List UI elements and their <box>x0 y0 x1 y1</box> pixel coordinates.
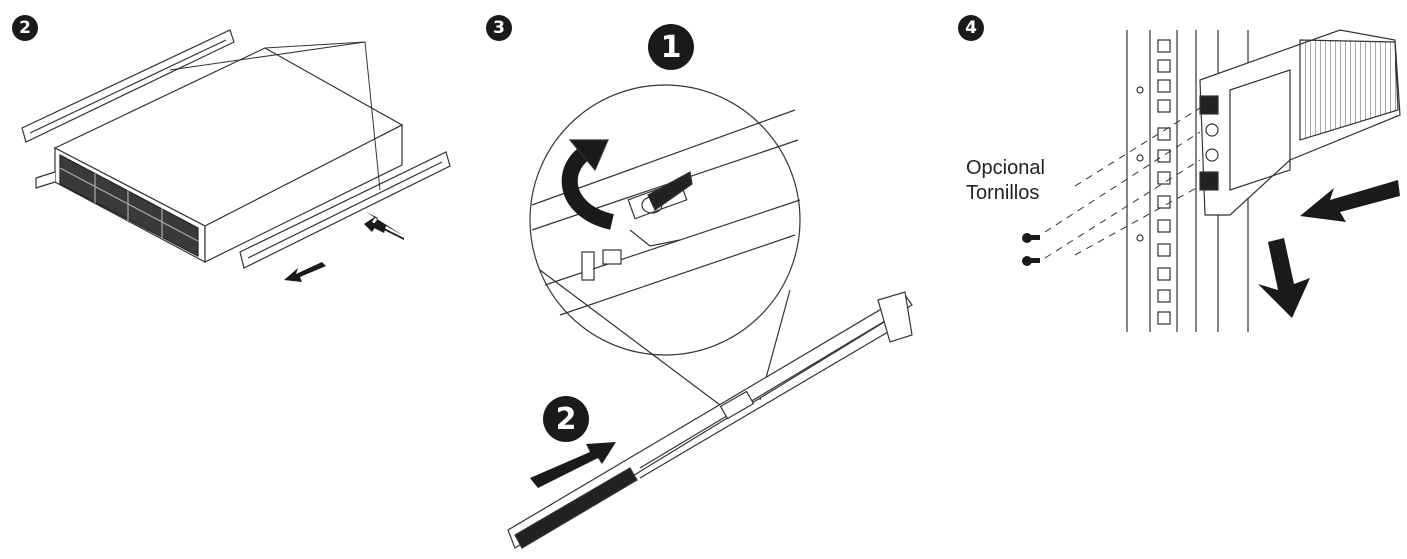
caption-line-2: Tornillos <box>966 182 1040 204</box>
step-3-drawing <box>507 84 913 549</box>
rack-holes <box>1136 39 1171 325</box>
arrow-icon <box>530 442 616 488</box>
caption-line-1: Opcional <box>966 157 1045 179</box>
sub-step-2-badge: 2 <box>543 396 589 442</box>
sub-step-1-badge: 1 <box>648 24 694 70</box>
screw-icon <box>1022 256 1040 266</box>
arrow-icon <box>284 262 326 282</box>
step-4-badge: 4 <box>958 15 984 41</box>
screw-icon <box>1022 233 1040 243</box>
arrow-icon <box>1300 180 1400 222</box>
arrow-icon <box>1258 238 1310 318</box>
magnifier-circle <box>529 84 801 356</box>
rotate-arrow-icon <box>561 142 615 230</box>
chassis-side <box>204 124 403 263</box>
step-4-drawing <box>1044 29 1401 332</box>
arrow-icon <box>364 212 404 240</box>
step-2-chassis-drawing <box>21 29 451 269</box>
drive-bays <box>59 154 199 257</box>
optional-screws-caption: Opcional Tornillos <box>966 156 1045 206</box>
step-3-badge: 3 <box>486 15 512 41</box>
step-2-badge: 2 <box>12 15 38 41</box>
